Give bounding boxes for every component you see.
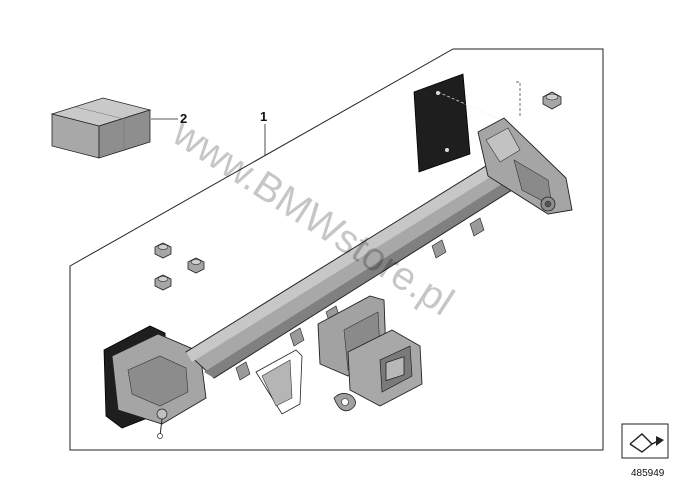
tow-hitch-assembly[interactable] xyxy=(103,117,573,439)
callout-2-label[interactable]: 2 xyxy=(180,111,187,126)
arrow-icon xyxy=(629,433,664,453)
bolt-top-right[interactable] xyxy=(516,81,562,118)
nav-box[interactable] xyxy=(621,423,669,459)
assembly-frame xyxy=(69,48,604,451)
bolt-left-3[interactable] xyxy=(154,274,172,291)
bolt-left-1[interactable] xyxy=(154,242,172,259)
part-2-box[interactable] xyxy=(50,97,152,159)
bolt-left-2[interactable] xyxy=(187,257,205,274)
document-number: 485949 xyxy=(631,468,665,479)
mounting-plate[interactable] xyxy=(413,73,521,173)
callout-1-label[interactable]: 1 xyxy=(260,109,267,124)
